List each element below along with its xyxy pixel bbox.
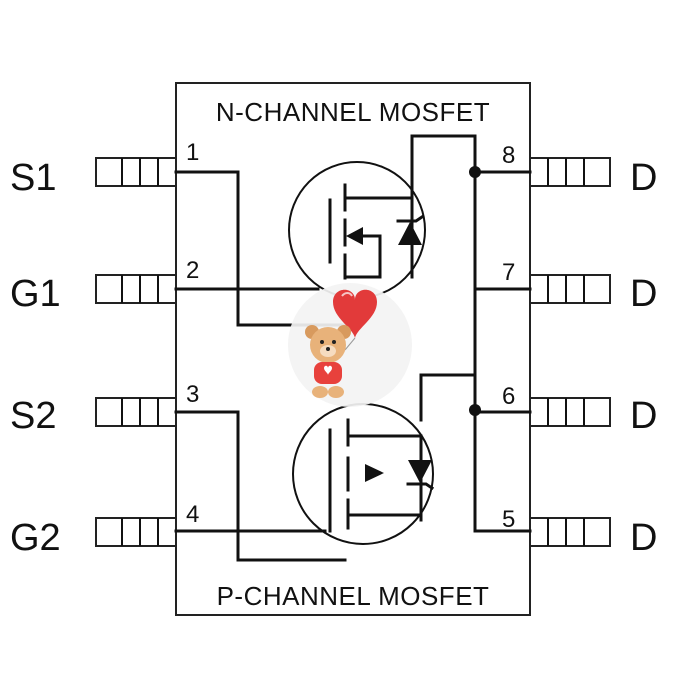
pin-number-1: 1	[186, 139, 199, 166]
pin-7-pad	[529, 274, 611, 304]
pin-label-s2: S2	[10, 395, 56, 437]
left-pin-pads	[95, 157, 177, 547]
pin-label-g2: G2	[10, 517, 61, 559]
pin-4-pad	[95, 517, 177, 547]
pin-number-8: 8	[502, 142, 515, 169]
pin-3-pad	[95, 397, 177, 427]
pin-label-g1: G1	[10, 273, 61, 315]
right-pin-pads	[529, 157, 611, 547]
pin-label-d-8: D	[630, 157, 657, 199]
junction-dot-bottom	[469, 404, 481, 416]
pin-label-s1: S1	[10, 157, 56, 199]
pin-label-d-5: D	[630, 517, 657, 559]
n-channel-mosfet-symbol	[288, 161, 426, 299]
pin-number-6: 6	[502, 383, 515, 410]
p-channel-mosfet-symbol	[292, 403, 435, 545]
pin-number-3: 3	[186, 381, 199, 408]
package-outline	[175, 82, 531, 616]
bottom-title: P-CHANNEL MOSFET	[217, 581, 490, 611]
pin-number-4: 4	[186, 501, 199, 528]
pin-number-5: 5	[502, 506, 515, 533]
zener-diode-icon	[408, 460, 432, 483]
zener-diode-icon	[398, 222, 422, 245]
teddy-bear-heart-balloon-icon	[288, 283, 412, 407]
pin-number-7: 7	[502, 259, 515, 286]
pin-label-d-6: D	[630, 395, 657, 437]
top-title: N-CHANNEL MOSFET	[216, 97, 490, 127]
pin-2-pad	[95, 274, 177, 304]
pin-number-2: 2	[186, 257, 199, 284]
pin-8-pad	[529, 157, 611, 187]
pin-6-pad	[529, 397, 611, 427]
pin-5-pad	[529, 517, 611, 547]
pin-label-d-7: D	[630, 273, 657, 315]
pin-1-pad	[95, 157, 177, 187]
junction-dot-top	[469, 166, 481, 178]
